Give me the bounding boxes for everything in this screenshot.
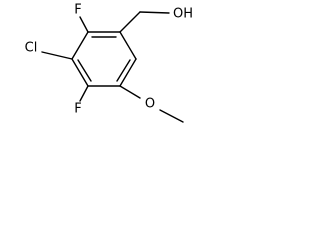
bond-to-f-top — [79, 16, 89, 33]
bond-to-f-bottom — [79, 85, 89, 102]
bond-ch2-to-oh — [139, 11, 170, 14]
ring-double-bond-inner-2 — [116, 59, 131, 82]
atom-label-cl: Cl — [25, 41, 38, 56]
ring-bond-c2-c3 — [119, 31, 137, 60]
ring-bond-c3-c4 — [119, 58, 137, 87]
bond-to-cl — [41, 51, 73, 60]
ring-bond-c5-c6 — [71, 58, 89, 87]
chemical-structure: F Cl F OH O — [25, 3, 193, 123]
atom-label-oh: OH — [173, 7, 193, 22]
bond-to-ch2 — [119, 11, 141, 33]
atom-label-f-bottom: F — [74, 102, 81, 117]
ring-bond-c6-c1 — [71, 31, 89, 60]
bond-to-o-methoxy — [119, 85, 141, 99]
atom-label-f-top: F — [74, 3, 81, 18]
ring-double-bond-inner-3 — [77, 59, 92, 82]
atom-label-o-methoxy: O — [145, 97, 155, 112]
bond-o-to-methyl — [159, 109, 184, 123]
